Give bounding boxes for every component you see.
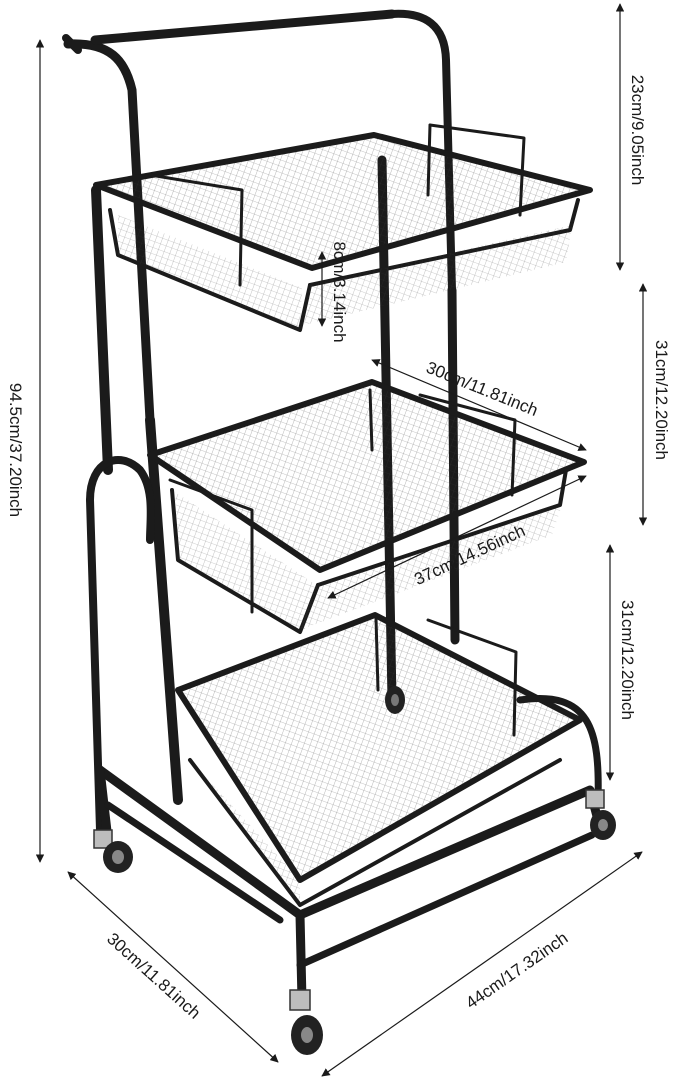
handle-height-label: 23cm/9.05inch xyxy=(628,75,647,186)
dimension-lines xyxy=(35,3,648,1077)
tier-gap-lower-label: 31cm/12.20inch xyxy=(618,600,637,720)
bottom-basket xyxy=(175,612,583,907)
caster-wheel-icon xyxy=(385,686,405,714)
cart-illustration xyxy=(62,9,616,1055)
handle xyxy=(62,9,456,425)
base-length-label: 44cm/17.32inch xyxy=(462,928,571,1012)
middle-basket xyxy=(147,379,587,634)
tier-gap-upper-label: 31cm/12.20inch xyxy=(652,340,671,460)
base-width-label: 30cm/11.81inch xyxy=(103,929,204,1023)
caster-wheel-icon xyxy=(289,989,323,1055)
total-height-label: 94.5cm/37.20inch xyxy=(6,383,25,517)
casters xyxy=(93,686,616,1055)
caster-wheel-icon xyxy=(585,789,616,840)
caster-wheel-icon xyxy=(93,829,133,873)
basket-depth-label: 8cm/3.14inch xyxy=(330,241,349,342)
top-basket xyxy=(93,123,593,332)
